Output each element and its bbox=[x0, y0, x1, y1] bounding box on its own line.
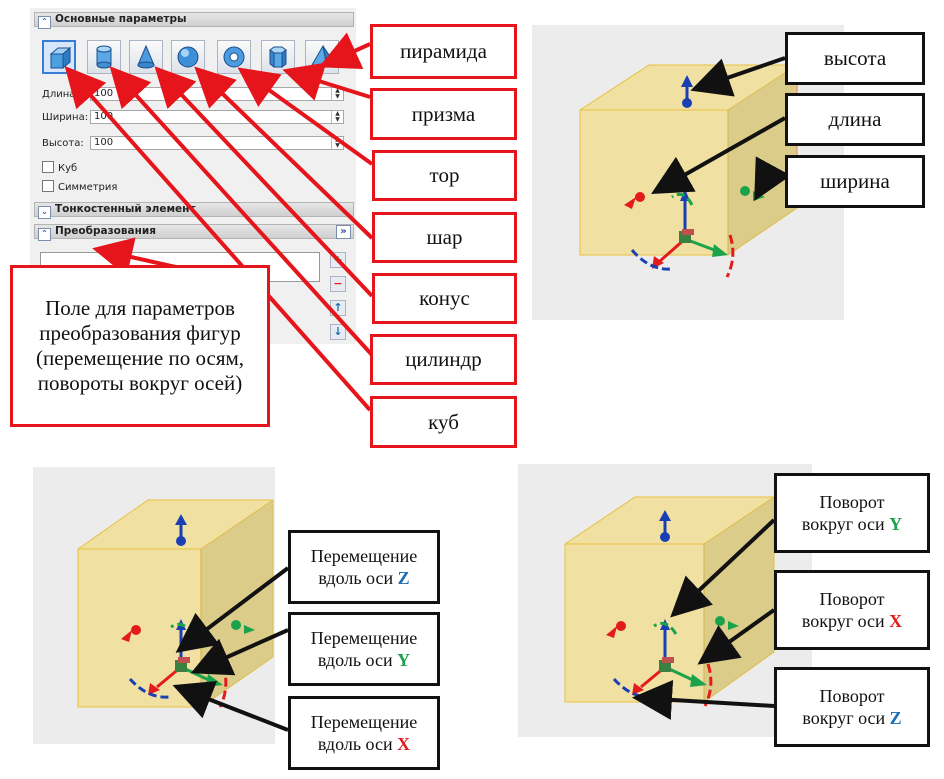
height-input[interactable]: 100 ▲▼ bbox=[90, 136, 344, 150]
collapse-icon[interactable]: ⌃ bbox=[38, 16, 51, 29]
move-z-line2: вдоль оси bbox=[318, 568, 394, 588]
cube-checkbox-label: Куб bbox=[58, 163, 78, 174]
height-spinner[interactable]: ▲▼ bbox=[331, 137, 343, 149]
cylinder-shape-button[interactable] bbox=[87, 40, 121, 74]
viewport-move bbox=[33, 467, 275, 744]
move-z-line1: Перемещение bbox=[310, 546, 418, 566]
symmetry-checkbox-label: Симметрия bbox=[58, 182, 118, 193]
label-cylinder: цилиндр bbox=[370, 334, 517, 385]
axis-y-letter: Y bbox=[889, 514, 903, 534]
rotate-x-line1: Поворот bbox=[819, 589, 885, 609]
symmetry-checkbox-box[interactable] bbox=[42, 180, 54, 192]
prism-shape-button[interactable] bbox=[261, 40, 295, 74]
section-thinwall-header[interactable]: ⌄ Тонкостенный элемент bbox=[34, 202, 354, 219]
rotate-y-line2: вокруг оси bbox=[801, 514, 885, 534]
length-value: 100 bbox=[94, 88, 114, 99]
rotate-z-line1: Поворот bbox=[819, 686, 885, 706]
viewport-rotate bbox=[518, 464, 812, 737]
torus-shape-button[interactable] bbox=[217, 40, 251, 74]
axis-z-letter: Z bbox=[889, 708, 902, 728]
cube-shape-button[interactable] bbox=[42, 40, 76, 74]
cube-checkbox-box[interactable] bbox=[42, 161, 54, 173]
height-label: Высота: bbox=[42, 138, 84, 149]
rotate-x-line2: вокруг оси bbox=[801, 611, 885, 631]
pyramid-icon bbox=[311, 44, 334, 69]
label-cube: куб bbox=[370, 396, 517, 448]
torus-icon bbox=[223, 46, 245, 68]
move-down-button[interactable]: ↓ bbox=[330, 324, 346, 340]
width-spinner[interactable]: ▲▼ bbox=[331, 111, 343, 123]
label-height: высота bbox=[785, 32, 925, 85]
move-x-line1: Перемещение bbox=[310, 712, 418, 732]
label-cone: конус bbox=[372, 273, 517, 324]
section-transform-title: Преобразования bbox=[55, 225, 156, 237]
sphere-shape-button[interactable] bbox=[171, 40, 205, 74]
cone-shape-button[interactable] bbox=[129, 40, 163, 74]
width-value: 100 bbox=[94, 111, 114, 122]
label-length: длина bbox=[785, 93, 925, 146]
axis-x-letter: X bbox=[889, 611, 903, 631]
add-transform-button[interactable]: + bbox=[330, 252, 346, 268]
symmetry-checkbox[interactable]: Симметрия bbox=[42, 180, 117, 193]
collapse-icon[interactable]: ⌃ bbox=[38, 228, 51, 241]
move-x-line2: вдоль оси bbox=[317, 734, 393, 754]
axis-y-letter: Y bbox=[397, 650, 411, 670]
label-torus: тор bbox=[372, 150, 517, 201]
sphere-icon bbox=[177, 46, 199, 68]
pyramid-shape-button[interactable] bbox=[305, 40, 339, 74]
expand-icon[interactable]: ⌄ bbox=[38, 206, 51, 219]
axis-x-letter: X bbox=[397, 734, 411, 754]
cube-model bbox=[77, 499, 274, 708]
section-basic-header[interactable]: ⌃ Основные параметры bbox=[34, 12, 354, 29]
prism-icon bbox=[269, 46, 287, 68]
label-prism: призма bbox=[370, 88, 517, 140]
label-width: ширина bbox=[785, 155, 925, 208]
length-input[interactable]: 100 ▲▼ bbox=[90, 87, 344, 101]
cube-icon bbox=[49, 46, 72, 70]
width-label: Ширина: bbox=[42, 112, 89, 123]
length-spinner[interactable]: ▲▼ bbox=[331, 88, 343, 100]
rotate-z-line2: вокруг оси bbox=[802, 708, 886, 728]
move-y-line1: Перемещение bbox=[310, 628, 418, 648]
section-basic-title: Основные параметры bbox=[55, 13, 187, 25]
rotate-y-line1: Поворот bbox=[819, 492, 885, 512]
length-label: Длина: bbox=[42, 89, 79, 100]
height-value: 100 bbox=[94, 137, 114, 148]
cube-checkbox[interactable]: Куб bbox=[42, 161, 77, 174]
label-sphere: шар bbox=[372, 212, 517, 263]
cube-model bbox=[564, 496, 775, 707]
section-transform-header[interactable]: ⌃ Преобразования » bbox=[34, 224, 354, 241]
cylinder-icon bbox=[96, 45, 112, 69]
cone-icon bbox=[137, 44, 155, 69]
remove-transform-button[interactable]: − bbox=[330, 276, 346, 292]
label-pyramid: пирамида bbox=[370, 24, 517, 79]
move-up-button[interactable]: ↑ bbox=[330, 300, 346, 316]
expand-double-icon[interactable]: » bbox=[336, 225, 351, 239]
axis-z-letter: Z bbox=[397, 568, 410, 588]
width-input[interactable]: 100 ▲▼ bbox=[90, 110, 344, 124]
section-thinwall-title: Тонкостенный элемент bbox=[55, 203, 196, 215]
label-transform-field: Поле для параметров преобразования фигур… bbox=[10, 265, 270, 427]
move-y-line2: вдоль оси bbox=[317, 650, 393, 670]
